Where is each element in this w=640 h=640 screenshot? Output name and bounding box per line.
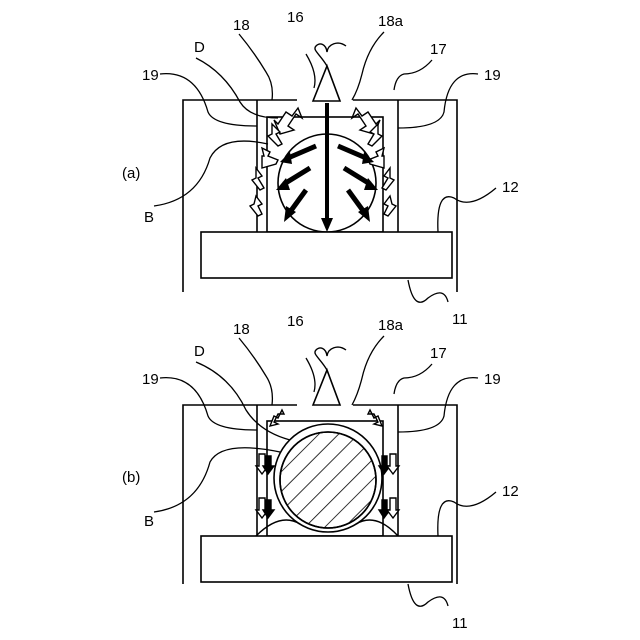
ref-11-a: 11 xyxy=(452,311,468,328)
nozzle-16-b xyxy=(313,370,340,405)
down-arrows-left-b xyxy=(256,454,274,518)
ref-d-b: D xyxy=(194,343,205,360)
ref-d-a: D xyxy=(194,39,205,56)
ref-18a-a: 18a xyxy=(378,13,404,30)
ref-16-b: 16 xyxy=(287,313,304,330)
ref-12-a: 12 xyxy=(502,179,519,196)
stage-12-a xyxy=(201,232,452,278)
nozzle-curl-a xyxy=(315,43,346,66)
ref-12-b: 12 xyxy=(502,483,519,500)
ref-17-b: 17 xyxy=(430,345,447,362)
ref-19-left-b: 19 xyxy=(142,371,159,388)
panel-b: (b) 16 18 18a 17 D 19 19 B 12 11 xyxy=(122,313,519,632)
ref-19-right-b: 19 xyxy=(484,371,501,388)
stage-12-b xyxy=(201,536,452,582)
ref-17-a: 17 xyxy=(430,41,447,58)
ref-b-b: B xyxy=(144,513,154,530)
ref-b-a: B xyxy=(144,209,154,226)
ref-19-right-a: 19 xyxy=(484,67,501,84)
nozzle-16-a xyxy=(313,66,340,101)
ref-18a-b: 18a xyxy=(378,317,404,334)
ref-18-b: 18 xyxy=(233,321,250,338)
panel-label-b: (b) xyxy=(122,469,140,486)
nozzle-curl-b xyxy=(315,347,346,370)
ref-16-a: 16 xyxy=(287,9,304,26)
ref-19-left-a: 19 xyxy=(142,67,159,84)
panel-a: (a) 16 18 18a 17 D 19 19 B 12 11 xyxy=(122,9,519,328)
ref-11-b: 11 xyxy=(452,615,468,632)
ref-18-a: 18 xyxy=(233,17,250,34)
panel-label-a: (a) xyxy=(122,165,140,182)
